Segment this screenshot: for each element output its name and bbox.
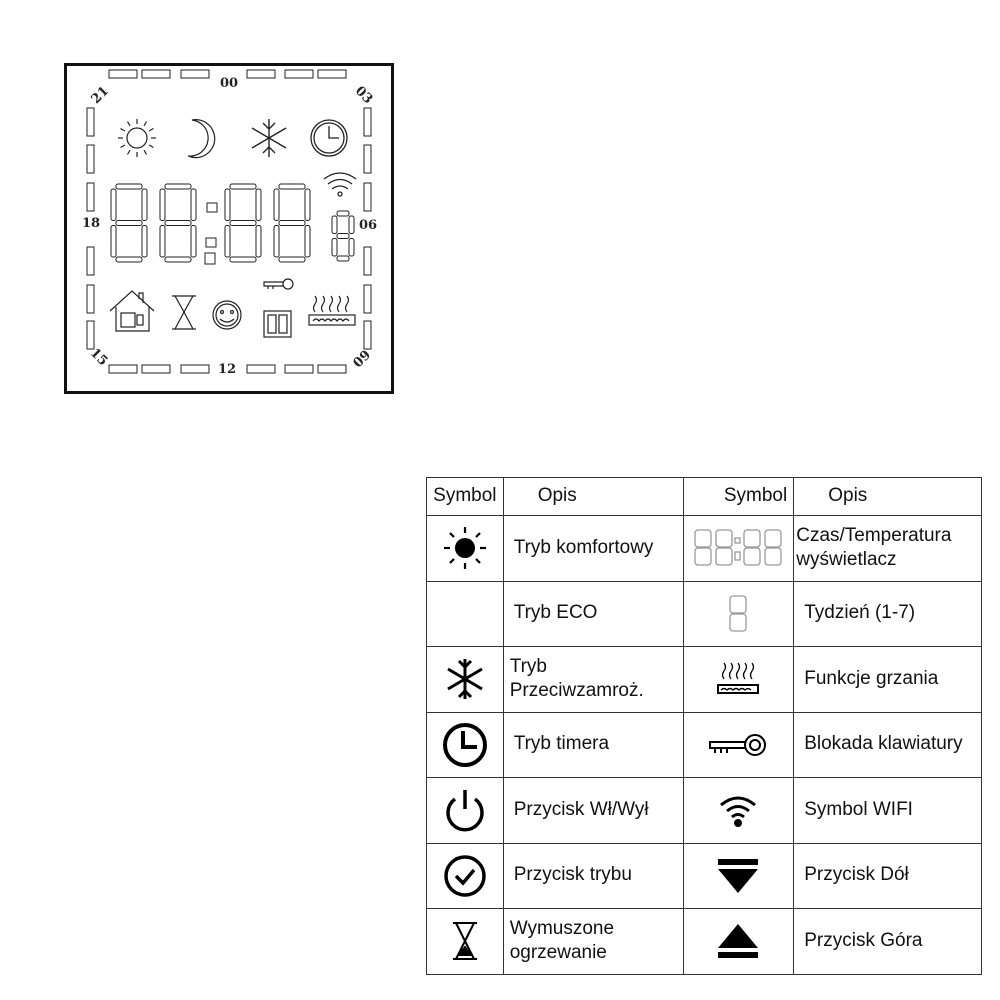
table-row: Przycisk Wł/Wył Symbol WIFI — [426, 777, 982, 844]
desc-up: Przycisk Góra — [793, 908, 982, 975]
ring-segment — [108, 69, 138, 79]
desc-comfort: Tryb komfortowy — [502, 515, 684, 582]
desc-mode: Przycisk trybu — [502, 842, 684, 909]
down-triangle-icon[interactable] — [717, 858, 759, 894]
hour-label-06: 06 — [359, 218, 377, 233]
desc-heating: Funkcje grzania — [793, 646, 982, 713]
hourglass-icon — [172, 295, 196, 330]
ring-segment — [141, 69, 171, 79]
header-symbol: Symbol — [426, 477, 504, 516]
ring-segment — [363, 144, 372, 174]
desc-down: Przycisk Dół — [793, 842, 982, 909]
ring-segment — [141, 364, 171, 374]
table-row: Tryb Przeciwzamroż. Funkcje grzania — [426, 646, 982, 713]
ring-segment — [180, 364, 210, 374]
symbol-table: Symbol Opis Symbol Opis Tryb komfortowy … — [426, 477, 982, 975]
seven-segment-digit — [110, 183, 148, 263]
header-symbol-2: Symbol — [682, 477, 795, 516]
power-icon — [446, 790, 484, 832]
desc-week: Tydzień (1-7) — [793, 580, 982, 647]
seven-segment-digit — [273, 183, 311, 263]
desc-power: Przycisk Wł/Wył — [502, 777, 684, 844]
desc-timer: Tryb timera — [502, 711, 684, 778]
desc-wifi: Symbol WIFI — [793, 777, 982, 844]
moon-icon — [187, 119, 216, 159]
ring-segment — [86, 284, 95, 314]
ring-segment — [86, 107, 95, 137]
timer-icon — [442, 722, 487, 767]
desc-keylock: Blokada klawiatury — [793, 711, 982, 778]
desc-forced-heating: Wymuszone ogrzewanie — [502, 908, 684, 975]
key-icon — [263, 278, 294, 290]
seven-segment-digit — [331, 210, 355, 262]
wifi-icon — [720, 796, 757, 828]
snowflake-icon — [447, 659, 483, 700]
seven-segment-digit-icon — [729, 595, 748, 632]
ring-segment — [363, 246, 372, 276]
desc-antifreeze: Tryb Przeciwzamroż. — [502, 646, 684, 713]
ring-segment — [317, 69, 347, 79]
heating-icon — [308, 295, 356, 326]
header-opis: Opis — [502, 477, 684, 516]
moon-icon — [451, 593, 474, 634]
seven-segment-digit — [159, 183, 197, 263]
desc-eco: Tryb ECO — [502, 580, 684, 647]
table-row: Przycisk trybu Przycisk Dół — [426, 842, 982, 909]
up-triangle-icon[interactable] — [717, 923, 759, 959]
seven-segment-digit — [224, 183, 262, 263]
ring-segment — [317, 364, 347, 374]
table-header-row: Symbol Opis Symbol Opis — [426, 477, 982, 516]
ring-segment — [108, 364, 138, 374]
wifi-icon — [323, 172, 357, 197]
seven-segment-clock-icon — [694, 529, 783, 566]
key-icon — [709, 733, 767, 756]
sun-icon — [443, 527, 486, 570]
ring-segment — [284, 364, 314, 374]
snowflake-icon — [251, 119, 287, 157]
ring-segment — [86, 320, 95, 350]
ring-segment — [86, 144, 95, 174]
table-row: Tryb ECO Tydzień (1-7) — [426, 580, 982, 647]
ring-segment — [363, 107, 372, 137]
child-face-icon — [212, 300, 242, 330]
check-circle-icon — [444, 855, 486, 897]
lcd-display-diagram: 00 03 06 09 12 15 18 21 — [64, 63, 394, 394]
hourglass-icon — [452, 922, 477, 961]
ring-segment — [86, 246, 95, 276]
ring-segment — [284, 69, 314, 79]
ring-segment — [363, 320, 372, 350]
table-row: Tryb timera Blokada klawiatury — [426, 711, 982, 778]
desc-time-temp: Czas/Temperatura wyświetlacz — [793, 515, 982, 582]
ring-segment — [246, 69, 276, 79]
house-icon — [109, 290, 155, 332]
table-row: Wymuszone ogrzewanie Przycisk Góra — [426, 908, 982, 975]
table-row: Tryb komfortowy Czas/Temperatura wyświet… — [426, 515, 982, 582]
hour-label-12: 12 — [218, 362, 236, 377]
heating-icon — [717, 662, 760, 695]
header-opis-2: Opis — [793, 477, 982, 516]
ring-segment — [246, 364, 276, 374]
hour-label-00: 00 — [220, 76, 238, 91]
sun-icon — [118, 119, 156, 157]
hour-label-18: 18 — [82, 216, 100, 231]
ring-segment — [363, 182, 372, 212]
window-icon — [263, 310, 292, 338]
ring-segment — [86, 182, 95, 212]
ring-segment — [363, 284, 372, 314]
clock-icon — [310, 119, 348, 157]
ring-segment — [180, 69, 210, 79]
